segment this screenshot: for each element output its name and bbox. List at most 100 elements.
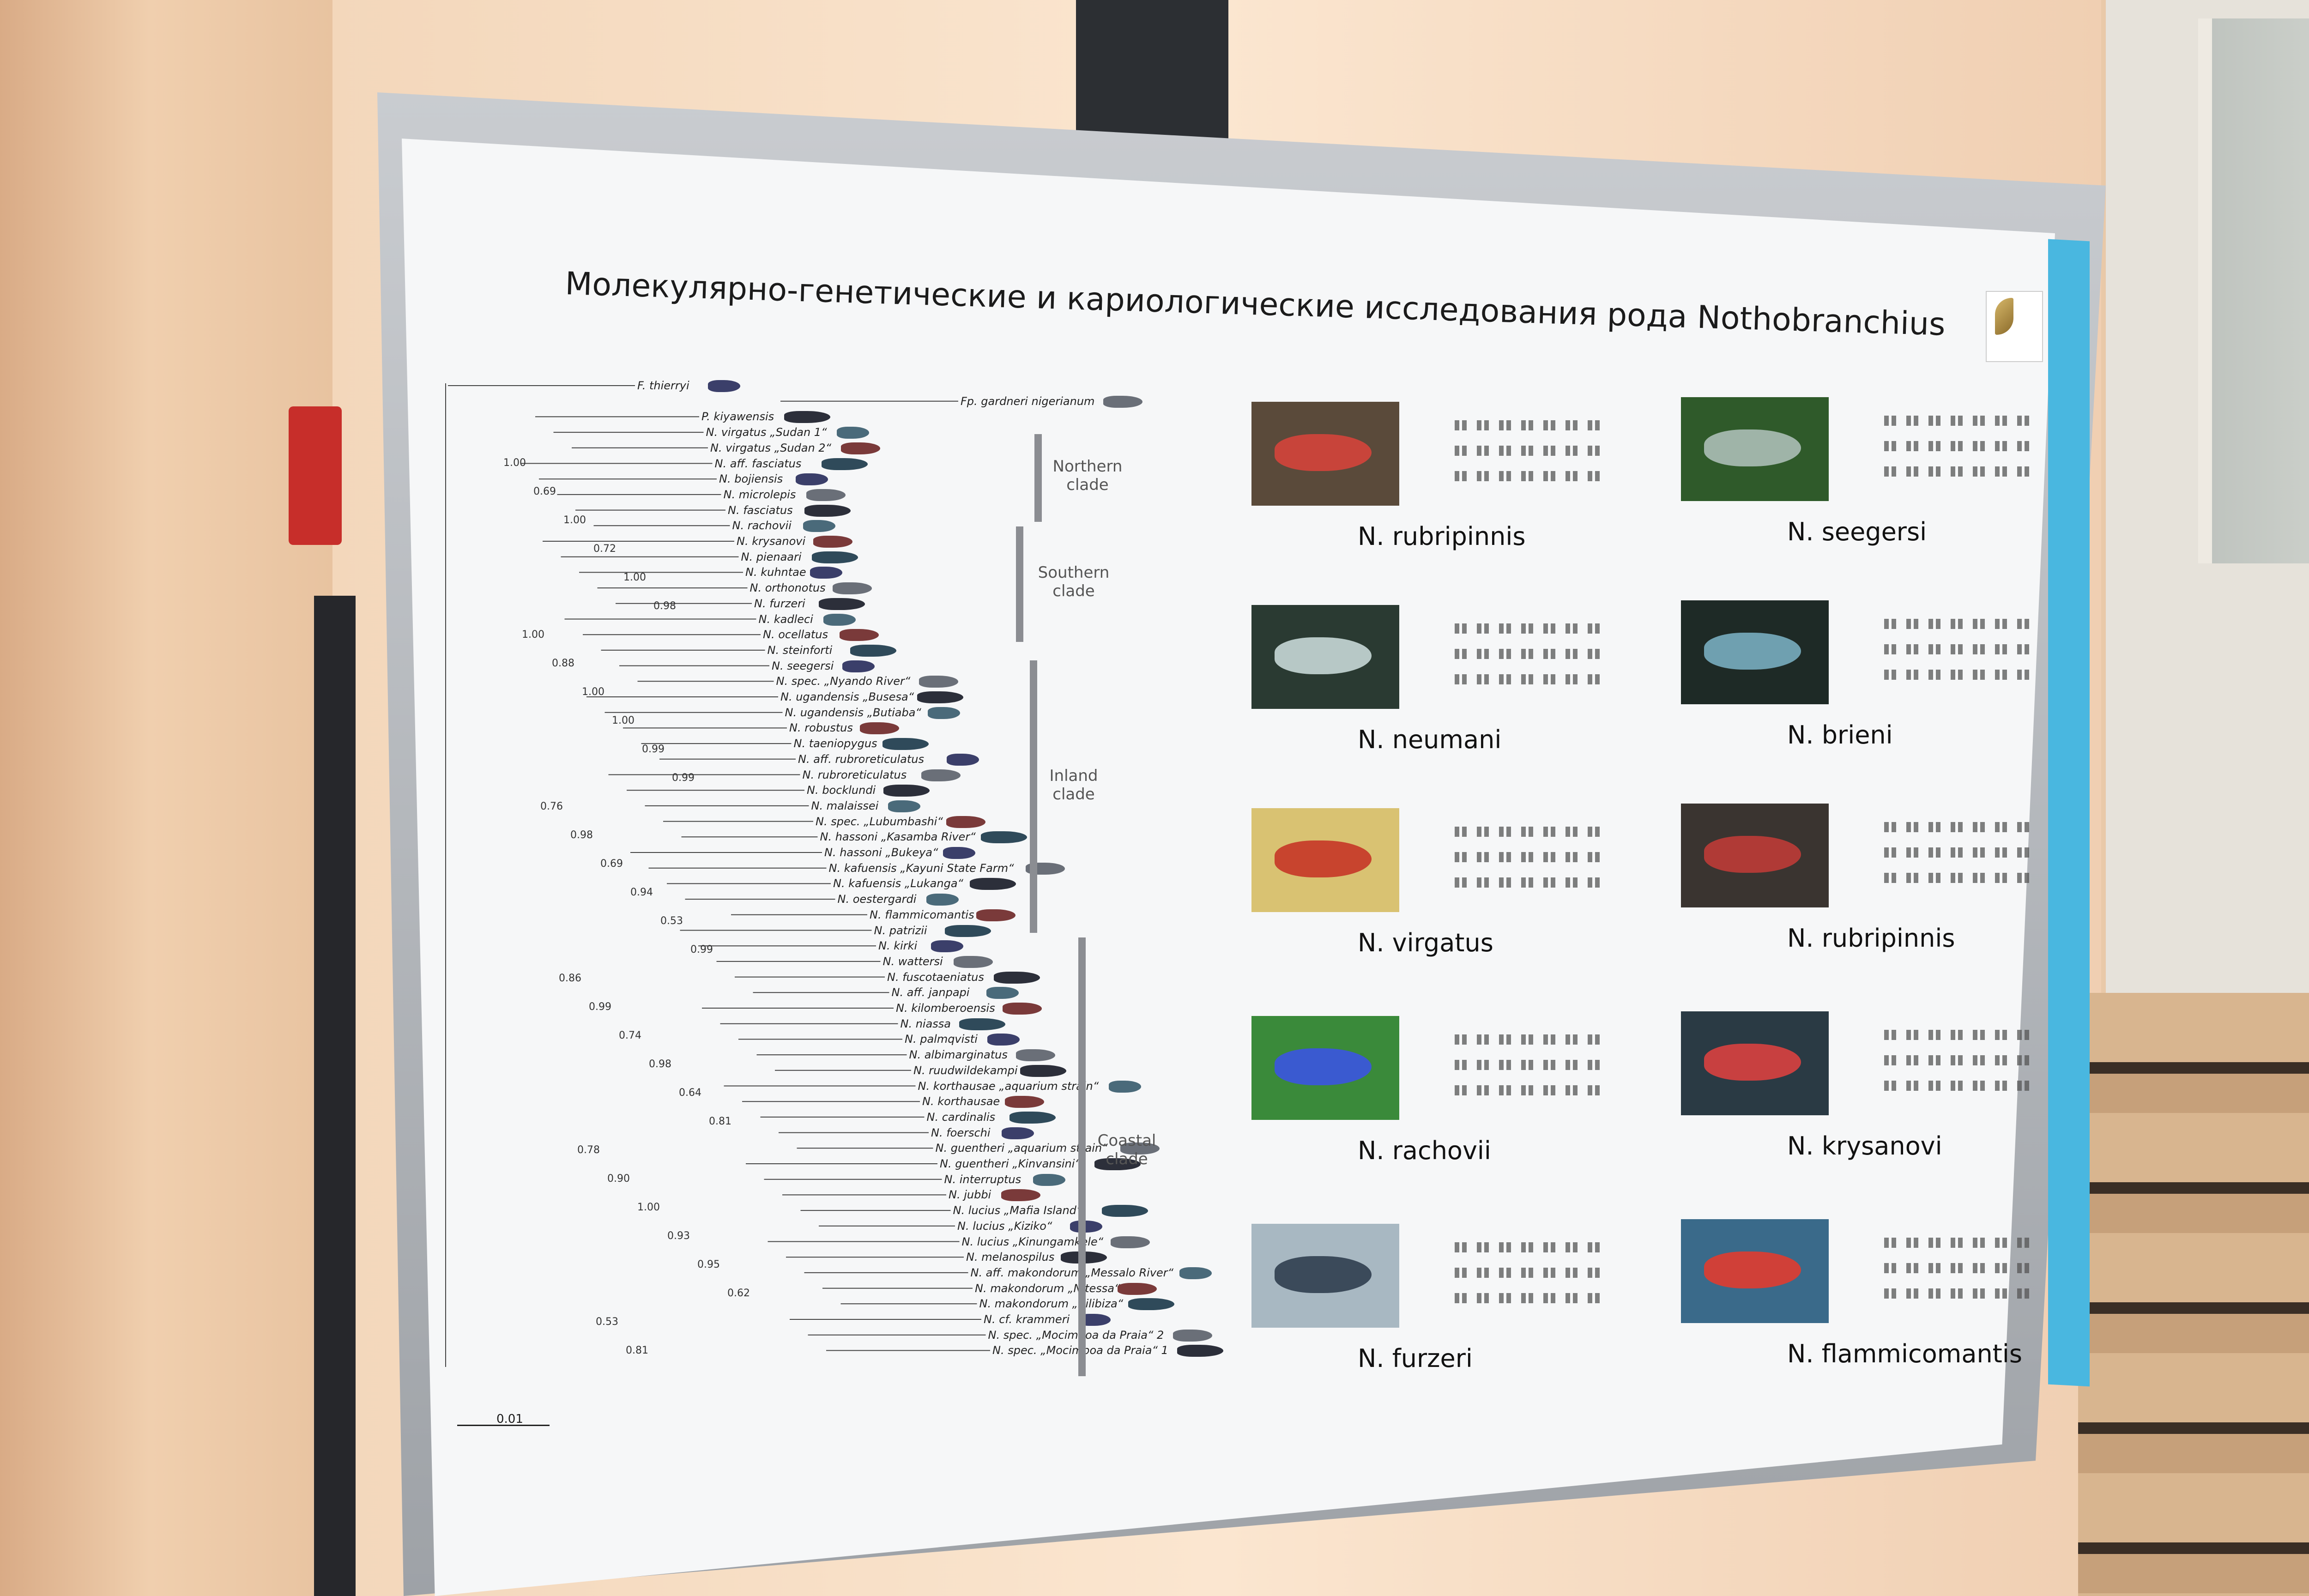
tree-leaf-label: N. aff. rubroreticulatus — [798, 752, 924, 766]
fire-alarm-box — [289, 406, 342, 545]
support-value: 0.98 — [653, 600, 676, 612]
support-value: 0.90 — [607, 1173, 630, 1185]
fish-figure — [1704, 1251, 1801, 1288]
tree-leaf-label: N. kilomberoensis — [896, 1002, 995, 1015]
tree-leaf-label: N. furzeri — [754, 597, 805, 610]
support-value: 0.69 — [600, 858, 623, 870]
fish-thumbnail — [796, 473, 828, 486]
fish-thumbnail — [1103, 395, 1142, 408]
fish-thumbnail — [921, 769, 961, 781]
fish-photo — [1251, 605, 1399, 709]
karyotype-row — [1884, 670, 2032, 680]
fish-photo — [1681, 804, 1829, 907]
tree-leaf-label: N. kadleci — [758, 612, 813, 626]
clade-bar-southern — [1016, 526, 1023, 642]
tree-leaf-label: N. spec. „Lubumbashi“ — [816, 815, 943, 828]
fish-thumbnail — [813, 536, 852, 548]
karyotype-row — [1455, 649, 1602, 659]
fish-thumbnail — [819, 598, 865, 610]
fish-figure — [1704, 836, 1801, 873]
support-value: 0.94 — [630, 887, 653, 898]
fish-thumbnail — [860, 722, 899, 735]
tree-leaf-label: N. ugandensis „Busesa“ — [780, 690, 914, 703]
fish-thumbnail — [1001, 1189, 1040, 1202]
support-value: 0.62 — [727, 1288, 750, 1299]
species-name-label: N. rachovii — [1358, 1136, 1491, 1165]
tree-leaf-label: N. spec. „Mocimboa da Praia“ 2 — [988, 1328, 1164, 1342]
tree-leaf-label: N. ocellatus — [763, 628, 828, 641]
fish-thumbnail — [931, 940, 963, 953]
karyotype-row — [1455, 877, 1602, 888]
fish-thumbnail — [821, 458, 868, 470]
support-value: 0.81 — [626, 1345, 648, 1356]
support-value: 1.00 — [582, 686, 604, 698]
dark-side-panel — [314, 596, 356, 1596]
tree-leaf-label: N. foerschi — [931, 1126, 991, 1139]
fish-thumbnail — [1108, 1080, 1141, 1093]
wall-left — [0, 0, 332, 1596]
karyotype-row — [1455, 827, 1602, 837]
support-value: 0.93 — [667, 1230, 690, 1242]
fish-thumbnail — [810, 567, 842, 579]
species-name-label: N. neumani — [1358, 725, 1502, 754]
tree-leaf-label: N. lucius „Mafia Island“ — [953, 1204, 1082, 1217]
support-value: 0.78 — [577, 1144, 600, 1156]
support-value: 0.81 — [709, 1116, 731, 1127]
karyotype-row — [1884, 1055, 2032, 1065]
tree-leaf-label: N. kafuensis „Lukanga“ — [833, 877, 963, 890]
fish-thumbnail — [784, 411, 830, 423]
fish-thumbnail — [832, 582, 872, 595]
support-value: 0.99 — [690, 944, 713, 955]
karyotype-row — [1455, 1034, 1602, 1045]
fish-thumbnail — [976, 909, 1015, 921]
fish-thumbnail — [926, 894, 959, 906]
fish-thumbnail — [1120, 1143, 1160, 1155]
fish-thumbnail — [1101, 1205, 1148, 1217]
dark-pillar — [1076, 0, 1228, 139]
tree-leaf-label: N. krysanovi — [737, 535, 806, 548]
fish-thumbnail — [1179, 1267, 1212, 1279]
karyotype-row — [1455, 1293, 1602, 1303]
poster-blue-edge — [2048, 239, 2090, 1387]
support-value: 0.98 — [570, 829, 593, 841]
karyotype-row — [1884, 1238, 2032, 1248]
fish-thumbnail — [986, 987, 1019, 999]
fish-thumbnail — [1177, 1345, 1223, 1357]
karyotype-row — [1455, 471, 1602, 481]
support-value: 1.00 — [503, 457, 526, 469]
fish-thumbnail — [1173, 1329, 1212, 1342]
tree-leaf-label: N. kafuensis „Kayuni State Farm“ — [828, 861, 1014, 875]
fish-photo — [1681, 1011, 1829, 1115]
fish-thumbnail — [1015, 1049, 1055, 1062]
tree-leaf-label: N. korthausae „aquarium strain“ — [918, 1079, 1099, 1093]
tree-leaf-label: N. taeniopygus — [793, 737, 877, 750]
tree-leaf-label: N. pienaari — [741, 550, 802, 563]
fish-thumbnail — [823, 613, 856, 626]
clade-bar-coastal — [1078, 937, 1086, 1376]
tree-leaf-label: N. oestergardi — [837, 893, 917, 906]
support-value: 0.99 — [642, 744, 665, 755]
fish-figure — [1704, 633, 1801, 670]
tree-leaf-label: N. orthonotus — [750, 581, 826, 595]
tree-leaf-label: N. malaissei — [811, 799, 879, 812]
fish-thumbnail — [888, 800, 920, 812]
fish-photo — [1251, 1224, 1399, 1328]
fish-thumbnail — [919, 676, 958, 688]
fish-thumbnail — [959, 1018, 1005, 1030]
fish-thumbnail — [943, 847, 975, 859]
phylogenetic-tree — [445, 383, 990, 1367]
karyotype-row — [1455, 674, 1602, 684]
fish-thumbnail — [882, 738, 929, 750]
tree-leaf-label: N. virgatus „Sudan 2“ — [710, 441, 832, 454]
support-value: 1.00 — [612, 715, 635, 726]
tree-leaf-label: N. fasciatus — [728, 503, 793, 517]
fish-photo — [1251, 808, 1399, 912]
karyotype-row — [1884, 416, 2032, 426]
support-value: 0.99 — [589, 1001, 611, 1013]
support-value: 0.98 — [649, 1058, 671, 1070]
fish-thumbnail — [1009, 1111, 1056, 1124]
fish-thumbnail — [842, 660, 875, 672]
